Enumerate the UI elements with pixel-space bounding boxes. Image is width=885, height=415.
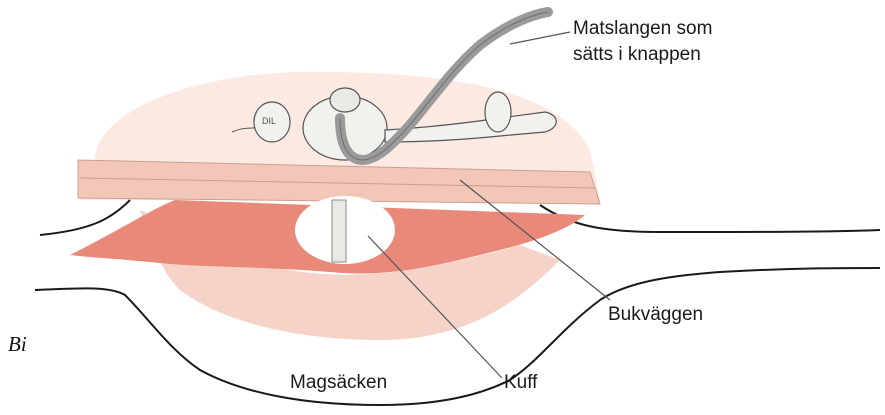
body-outline-upper-right bbox=[540, 205, 880, 232]
label-stomach: Magsäcken bbox=[290, 372, 387, 393]
button-plug bbox=[485, 92, 511, 132]
side-text-fragment: Bi bbox=[8, 332, 27, 357]
button-port bbox=[330, 88, 360, 112]
label-tube-line2: sätts i knappen bbox=[573, 44, 701, 65]
label-abdominal-wall: Bukväggen bbox=[608, 304, 703, 325]
button-marking: DIL bbox=[262, 116, 276, 126]
label-cuff: Kuff bbox=[504, 372, 538, 393]
device-stem bbox=[332, 200, 346, 262]
label-tube-line1: Matslangen som bbox=[573, 18, 712, 39]
leader-tube bbox=[510, 32, 570, 44]
body-outline-upper-left bbox=[40, 200, 130, 235]
